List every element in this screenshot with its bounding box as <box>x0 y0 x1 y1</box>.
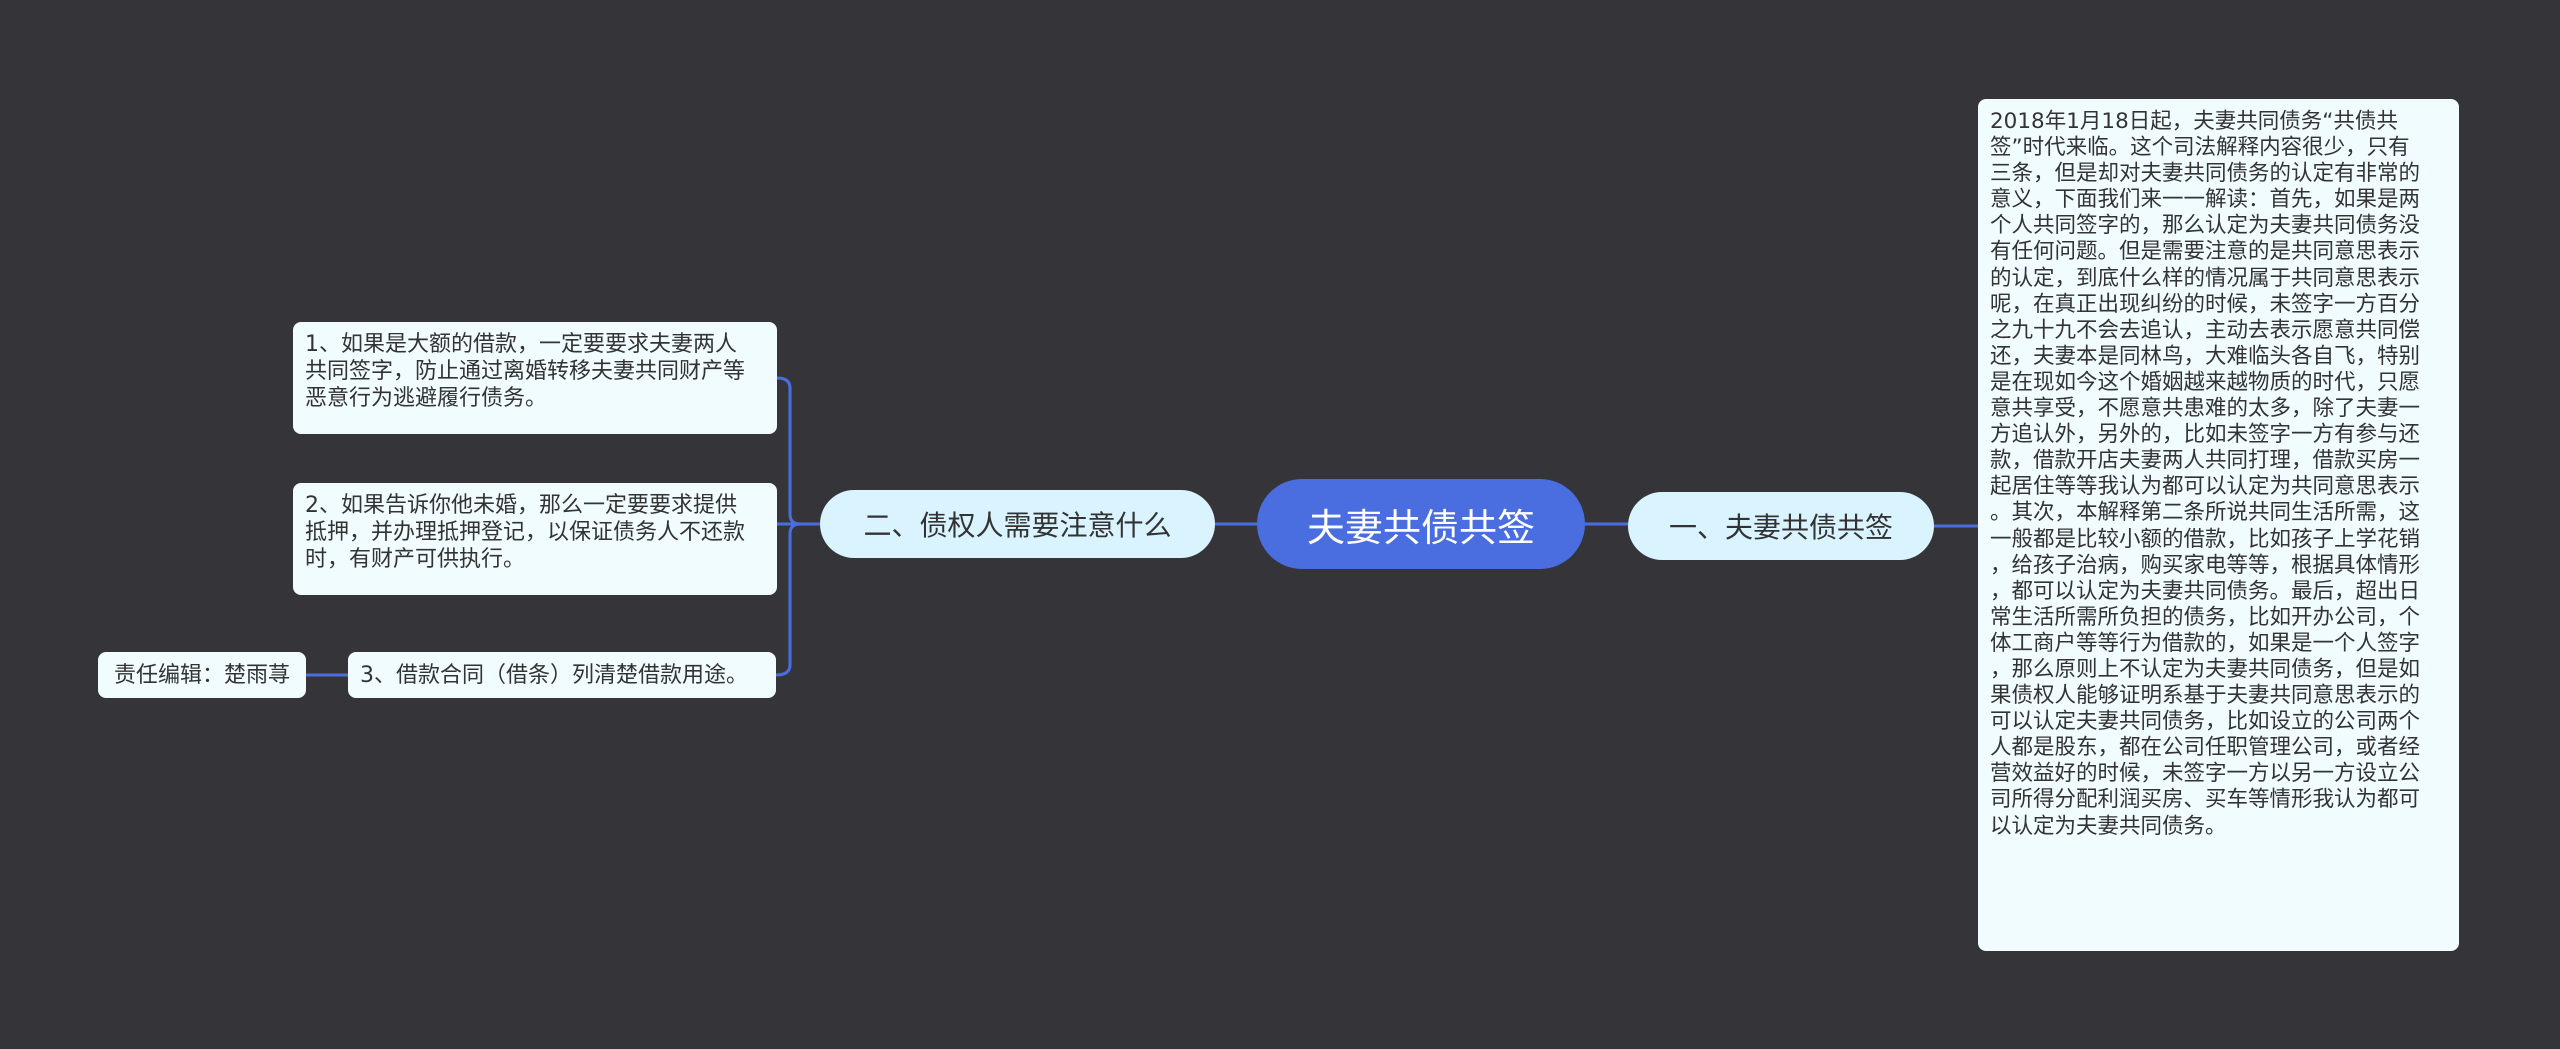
connector-left-leaf-1 <box>776 376 820 526</box>
leaf-large-loan[interactable]: 1、如果是大额的借款，一定要要求夫妻两人 共同签字，防止通过离婚转移夫妻共同财产… <box>293 322 777 434</box>
root-topic[interactable]: 夫妻共债共签 <box>1257 479 1585 569</box>
leaf-unmarried-mortgage[interactable]: 2、如果告诉你他未婚，那么一定要要求提供 抵押，并办理抵押登记，以保证债务人不还… <box>293 483 777 595</box>
leaf-loan-purpose[interactable]: 3、借款合同（借条）列清楚借款用途。 <box>348 652 776 698</box>
branch-joint-signature[interactable]: 一、夫妻共债共签 <box>1628 492 1934 560</box>
branch-creditor-notes[interactable]: 二、债权人需要注意什么 <box>820 490 1215 558</box>
leaf-detail-text[interactable]: 2018年1月18日起，夫妻共同债务“共债共 签”时代来临。这个司法解释内容很少… <box>1978 99 2459 951</box>
leaf-editor[interactable]: 责任编辑：楚雨荨 <box>98 652 306 698</box>
connector-left-leaf-3 <box>775 522 820 677</box>
